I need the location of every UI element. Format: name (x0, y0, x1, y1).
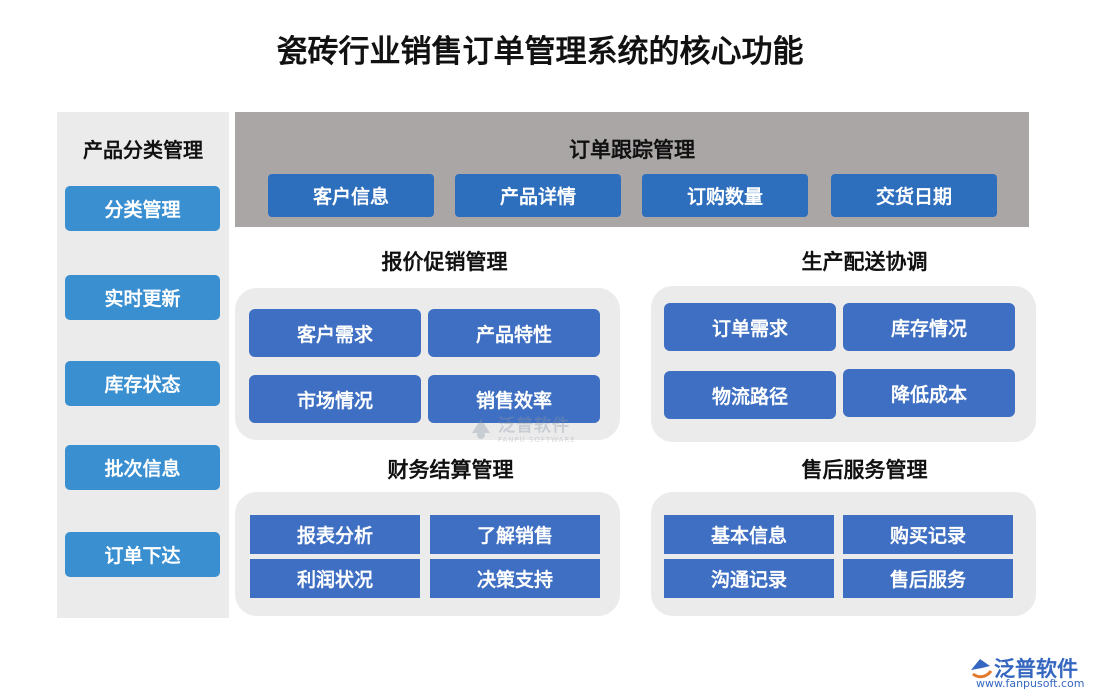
finance-item-profit-status[interactable]: 利润状况 (250, 559, 420, 598)
brand-logo-icon (971, 659, 993, 679)
left-item-realtime-update[interactable]: 实时更新 (65, 275, 220, 320)
aftersale-item-basic-info[interactable]: 基本信息 (664, 515, 834, 554)
section-box-production: 订单需求 库存情况 物流路径 降低成本 (651, 286, 1036, 442)
top-item-customer-info[interactable]: 客户信息 (268, 174, 434, 217)
brand-logo-text: 泛普软件 (994, 657, 1078, 681)
quote-item-customer-demand[interactable]: 客户需求 (249, 309, 421, 357)
left-item-batch-info[interactable]: 批次信息 (65, 445, 220, 490)
brand-logo: 泛普软件 www.fanpusoft.com (968, 653, 1084, 690)
watermark-subtext: FANPU SOFTWARE (498, 436, 576, 444)
left-item-inventory-status[interactable]: 库存状态 (65, 361, 220, 406)
left-item-order-placement[interactable]: 订单下达 (65, 532, 220, 577)
left-panel-title: 产品分类管理 (83, 138, 203, 162)
watermark: 泛普软件 FANPU SOFTWARE (468, 411, 576, 444)
brand-logo-url: www.fanpusoft.com (976, 677, 1085, 690)
section-title-aftersale: 售后服务管理 (801, 458, 928, 482)
quote-item-product-features[interactable]: 产品特性 (428, 309, 600, 357)
production-item-order-demand[interactable]: 订单需求 (664, 303, 836, 351)
section-title-finance: 财务结算管理 (387, 458, 514, 482)
quote-item-market-conditions[interactable]: 市场情况 (249, 375, 421, 423)
quote-item-sales-efficiency[interactable]: 销售效率 (428, 375, 600, 423)
watermark-logo-icon (472, 418, 490, 439)
production-item-reduce-cost[interactable]: 降低成本 (843, 369, 1015, 417)
production-item-logistics-route[interactable]: 物流路径 (664, 371, 836, 419)
top-panel-title: 订单跟踪管理 (569, 138, 695, 162)
aftersale-item-purchase-record[interactable]: 购买记录 (843, 515, 1013, 554)
left-item-category-management[interactable]: 分类管理 (65, 186, 220, 231)
aftersale-item-aftersale-service[interactable]: 售后服务 (843, 559, 1013, 598)
watermark-text: 泛普软件 (498, 416, 570, 436)
section-box-aftersale: 基本信息 购买记录 沟通记录 售后服务 (651, 492, 1036, 616)
production-item-inventory[interactable]: 库存情况 (843, 303, 1015, 351)
left-panel-product-category: 产品分类管理 分类管理 实时更新 库存状态 批次信息 订单下达 (57, 112, 229, 618)
top-item-delivery-date[interactable]: 交货日期 (831, 174, 997, 217)
section-box-quote: 客户需求 产品特性 市场情况 销售效率 (235, 288, 620, 440)
page-title: 瓷砖行业销售订单管理系统的核心功能 (276, 34, 804, 70)
section-title-quote: 报价促销管理 (381, 250, 508, 274)
top-item-product-details[interactable]: 产品详情 (455, 174, 621, 217)
finance-item-understand-sales[interactable]: 了解销售 (430, 515, 600, 554)
finance-item-report-analysis[interactable]: 报表分析 (250, 515, 420, 554)
top-item-order-quantity[interactable]: 订购数量 (642, 174, 808, 217)
top-panel-order-tracking: 订单跟踪管理 客户信息 产品详情 订购数量 交货日期 (235, 112, 1029, 227)
finance-item-decision-support[interactable]: 决策支持 (430, 559, 600, 598)
section-title-production: 生产配送协调 (801, 250, 928, 274)
aftersale-item-communication-record[interactable]: 沟通记录 (664, 559, 834, 598)
section-box-finance: 报表分析 了解销售 利润状况 决策支持 (235, 492, 620, 616)
